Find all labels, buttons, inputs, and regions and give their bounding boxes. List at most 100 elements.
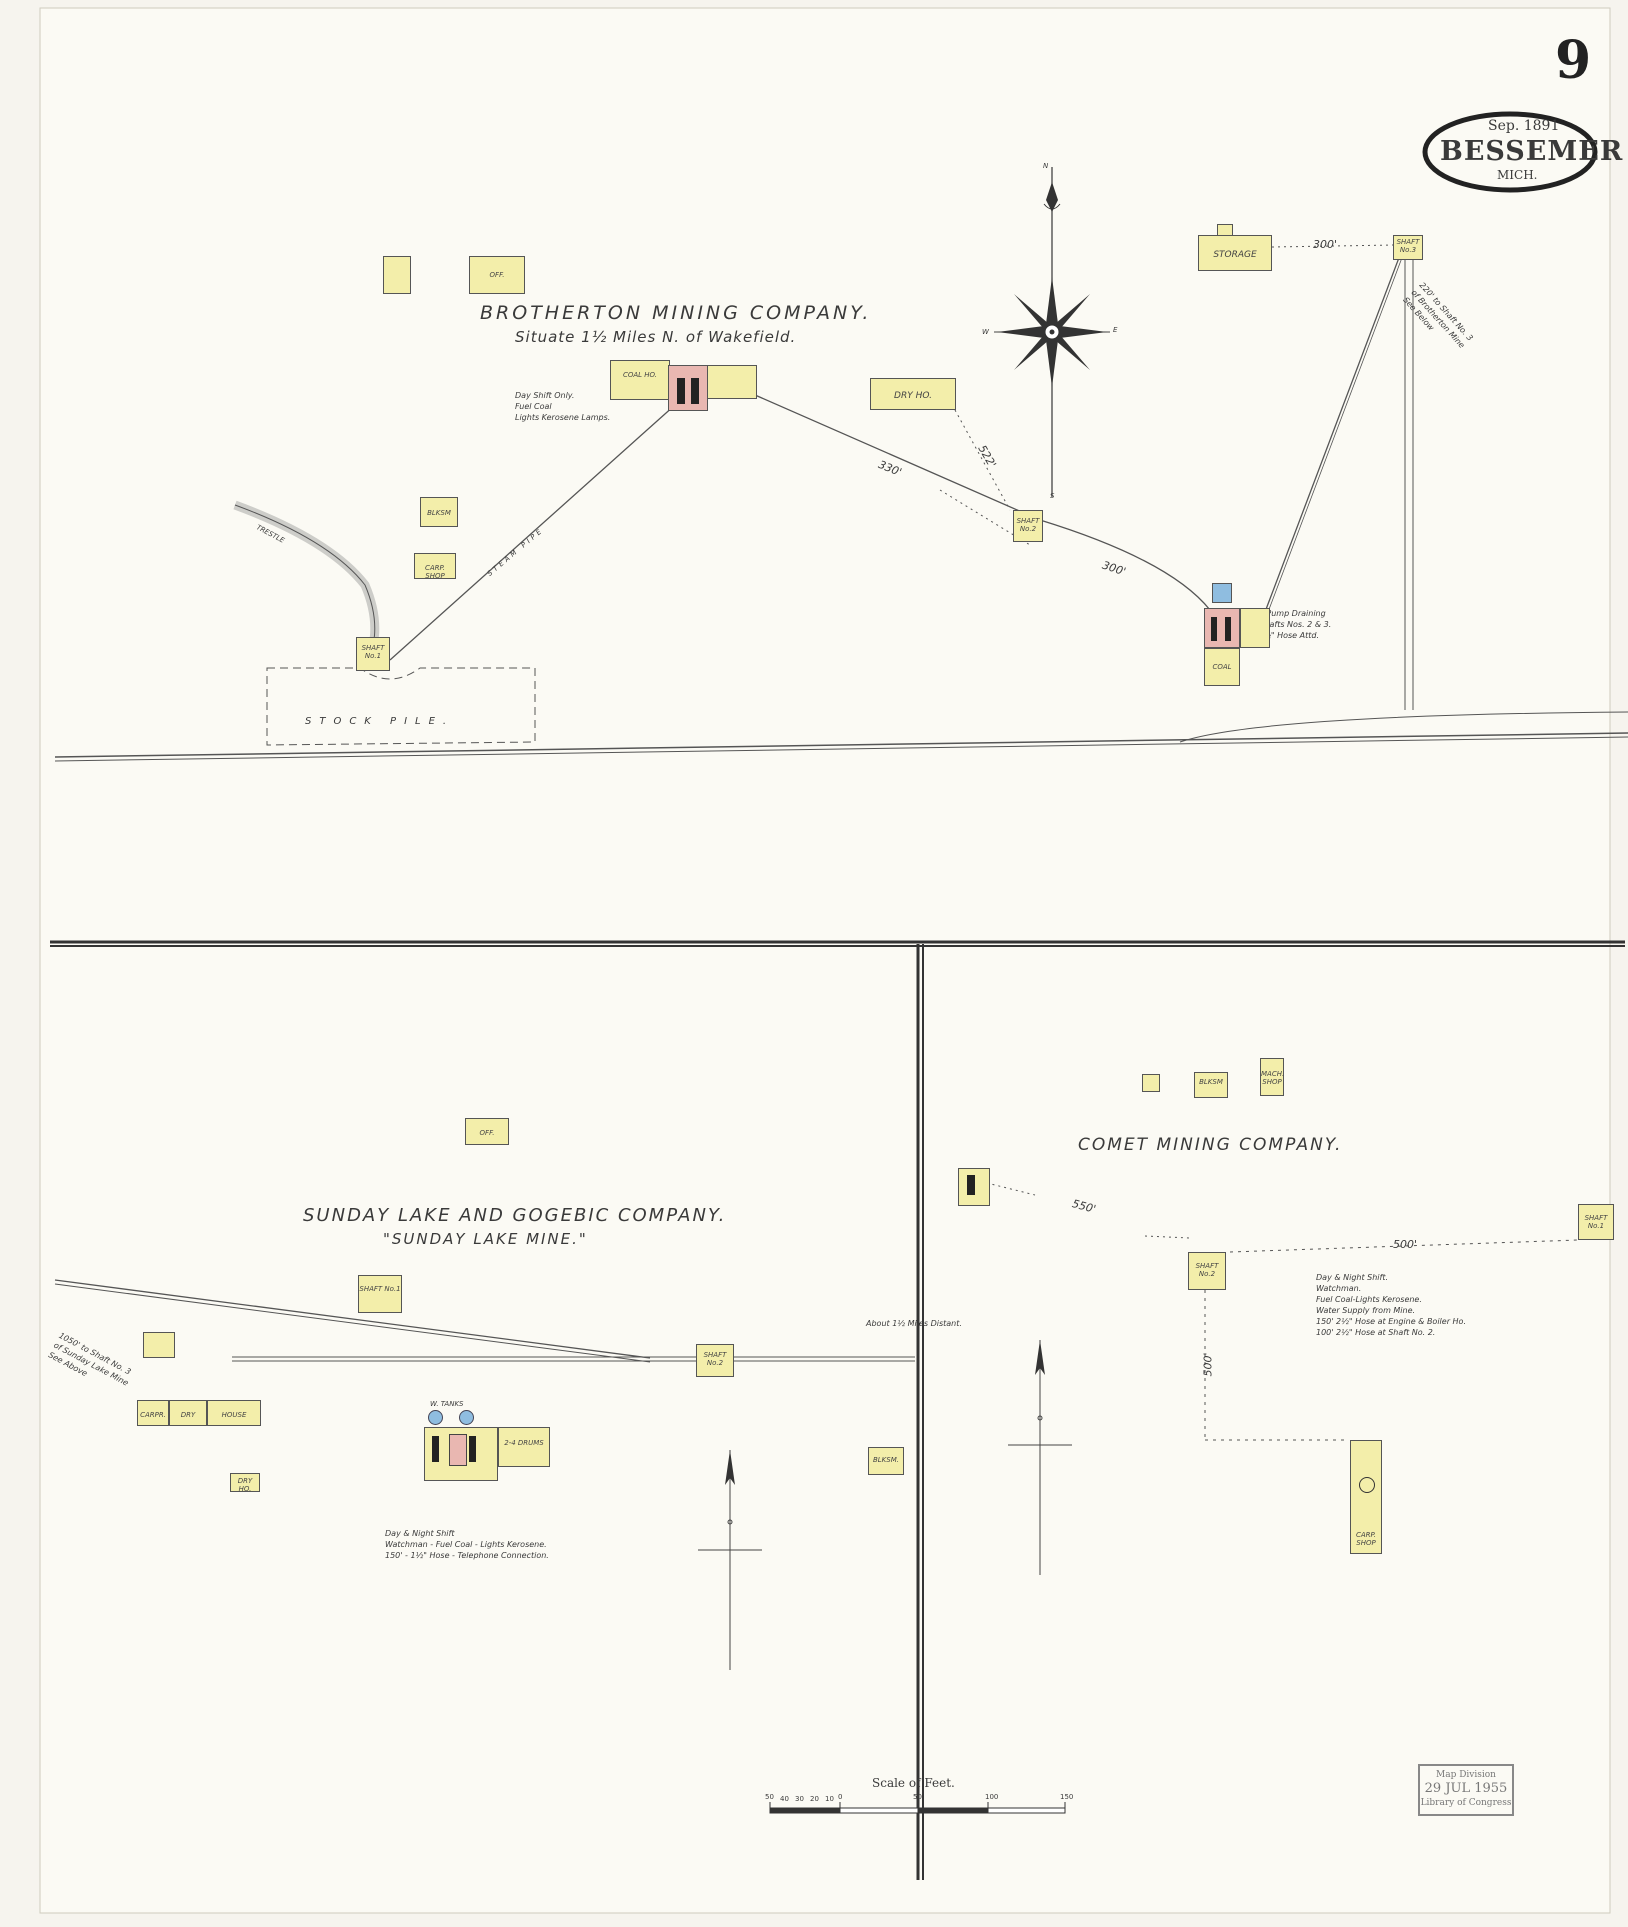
building-shaft-2: SHAFT No.2 bbox=[1013, 510, 1043, 542]
sl-shaft-2-label: SHAFT No.2 bbox=[703, 1351, 727, 1368]
building-storage: STORAGE bbox=[1198, 235, 1272, 271]
sl-building-shaft-2: SHAFT No.2 bbox=[696, 1344, 734, 1377]
compass-e: E bbox=[1113, 326, 1118, 334]
brotherton-situation: Situate 1½ Miles N. of Wakefield. bbox=[515, 328, 797, 346]
dist-300b: 300' bbox=[1313, 238, 1338, 251]
compass-s: S bbox=[1050, 492, 1055, 500]
comet-dotted-550 bbox=[974, 1179, 1036, 1196]
railroad-track-2 bbox=[54, 736, 1628, 762]
steam-pipe-1 bbox=[389, 404, 676, 661]
scale-tick-6: 50 bbox=[913, 1793, 922, 1801]
shaft-2-label: SHAFT No.2 bbox=[1016, 517, 1040, 533]
comet-mach-label: MACH. SHOP bbox=[1261, 1069, 1285, 1086]
building-carp-shop: CARP. SHOP bbox=[414, 553, 456, 580]
building-h bbox=[383, 256, 411, 294]
cartouche-date: Sep. 1891 bbox=[1488, 118, 1560, 134]
comet-building-oil bbox=[958, 1168, 990, 1206]
brotherton-notes: Day Shift Only. Fuel Coal Lights Kerosen… bbox=[515, 391, 611, 422]
north-arrow-sunday-lake bbox=[698, 1450, 762, 1670]
storage-label: STORAGE bbox=[1213, 249, 1257, 260]
sunday-lake-distance: About 1½ Miles Distant. bbox=[866, 1319, 962, 1328]
sheet-border bbox=[39, 7, 1611, 1914]
sl-railroad bbox=[54, 1279, 651, 1359]
blksm-label: BLKSM bbox=[427, 509, 451, 518]
sl-building-dry: DRY bbox=[169, 1400, 207, 1426]
sl-building-dry-ho: DRY HO. bbox=[230, 1473, 260, 1493]
sl-building-blksm: BLKSM. bbox=[868, 1447, 904, 1475]
building-boiler-d bbox=[668, 365, 708, 411]
comet-shaft-2-label: SHAFT No.2 bbox=[1195, 1262, 1219, 1278]
trestle-edge bbox=[234, 504, 376, 651]
comet-building-blksm: BLKSM bbox=[1194, 1072, 1228, 1098]
comet-building-m bbox=[1142, 1074, 1160, 1092]
building-shaft-3: SHAFT No.3 bbox=[1393, 235, 1423, 260]
steam-pipe-3b bbox=[1267, 254, 1404, 613]
scale-tick-3: 20 bbox=[810, 1795, 819, 1803]
sunday-lake-title: SUNDAY LAKE AND GOGEBIC COMPANY. bbox=[303, 1205, 727, 1226]
sl-building-shaft-1: SHAFT No.1 bbox=[358, 1275, 402, 1313]
carp-shop-label: CARP. SHOP bbox=[424, 563, 446, 580]
compass-n: N bbox=[1043, 162, 1049, 170]
cartouche-state: MICH. bbox=[1497, 168, 1538, 182]
scale-tick-8: 150 bbox=[1060, 1793, 1074, 1801]
building-shaft-1: SHAFT No.1 bbox=[356, 637, 390, 671]
building-blksm: BLKSM bbox=[420, 497, 458, 527]
building-off: OFF. bbox=[469, 256, 525, 294]
building-bell bbox=[1212, 583, 1232, 603]
dry-ho-label: DRY HO. bbox=[894, 391, 932, 401]
stock-pile-label: STOCK PILE. bbox=[305, 716, 455, 727]
north-arrow-comet bbox=[1008, 1340, 1072, 1575]
coal-label: COAL bbox=[1212, 663, 1232, 672]
stamp-line-1: Map Division bbox=[1436, 1770, 1496, 1780]
sl-building-pump: 2-4 DRUMS bbox=[498, 1427, 550, 1467]
sl-shaft-1-label: SHAFT No.1 bbox=[359, 1285, 401, 1293]
building-engine-ho-annex bbox=[1240, 608, 1270, 648]
comet-dotted-shaft2 bbox=[1144, 1235, 1191, 1239]
sunday-lake-notes: Day & Night Shift Watchman - Fuel Coal -… bbox=[385, 1529, 549, 1560]
building-coal: COAL bbox=[1204, 648, 1240, 686]
water-tank-2 bbox=[459, 1410, 474, 1425]
compass-w: W bbox=[982, 328, 989, 336]
sl-dry-ho-label: DRY HO. bbox=[237, 1476, 253, 1493]
railroad-track bbox=[54, 732, 1628, 758]
sl-building-off: OFF. bbox=[465, 1118, 509, 1145]
scale-tick-7: 100 bbox=[985, 1793, 999, 1801]
scale-title: Scale of Feet. bbox=[872, 1776, 955, 1790]
stamp-line-2: 29 JUL 1955 bbox=[1424, 1781, 1508, 1796]
comet-building-mach: MACH. SHOP bbox=[1260, 1058, 1284, 1096]
scale-tick-1: 40 bbox=[780, 1795, 789, 1803]
steam-pipe-3 bbox=[1264, 254, 1401, 613]
scale-tick-5: 0 bbox=[838, 1793, 843, 1801]
shaft-3-label: SHAFT No.3 bbox=[1396, 238, 1420, 255]
sl-pump-label: 2-4 DRUMS bbox=[504, 1439, 544, 1448]
building-off-label: OFF. bbox=[489, 271, 505, 280]
comet-carp-label: CARP. SHOP bbox=[1355, 1530, 1377, 1547]
comet-dist-500v: 500' bbox=[1201, 1352, 1215, 1377]
scale-bar bbox=[769, 1802, 1066, 1814]
building-storage-annex bbox=[1217, 224, 1233, 236]
sl-dry-label: DRY bbox=[180, 1410, 196, 1419]
comet-shaft-1-label: SHAFT No.1 bbox=[1584, 1213, 1608, 1230]
title-cartouche-oval bbox=[1422, 111, 1598, 193]
sl-house-label: HOUSE bbox=[221, 1410, 247, 1419]
comet-building-shaft-1: SHAFT No.1 bbox=[1578, 1204, 1614, 1240]
comet-dotted-500 bbox=[1229, 1239, 1579, 1253]
water-tanks-label: W. TANKS bbox=[430, 1400, 464, 1408]
brotherton-title: BROTHERTON MINING COMPANY. bbox=[480, 302, 872, 324]
sl-blksm-label: BLKSM. bbox=[872, 1455, 899, 1464]
steam-pipe-2 bbox=[754, 394, 1211, 611]
page-number: 9 bbox=[1555, 30, 1592, 91]
dotted-300 bbox=[1271, 244, 1396, 248]
dotted-522 bbox=[954, 409, 1011, 511]
comet-building-engine: CARP. SHOP bbox=[1350, 1440, 1382, 1554]
sl-building-engine bbox=[424, 1427, 498, 1481]
comet-dist-500: 500' bbox=[1393, 1238, 1418, 1251]
sl-off-label: OFF. bbox=[479, 1129, 495, 1137]
building-engine-ho bbox=[1204, 608, 1240, 648]
coal-ho-label: COAL HO. bbox=[622, 370, 658, 379]
water-tank-1 bbox=[428, 1410, 443, 1425]
compass-rose bbox=[994, 167, 1110, 497]
cartouche-town: BESSEMER bbox=[1440, 136, 1624, 167]
